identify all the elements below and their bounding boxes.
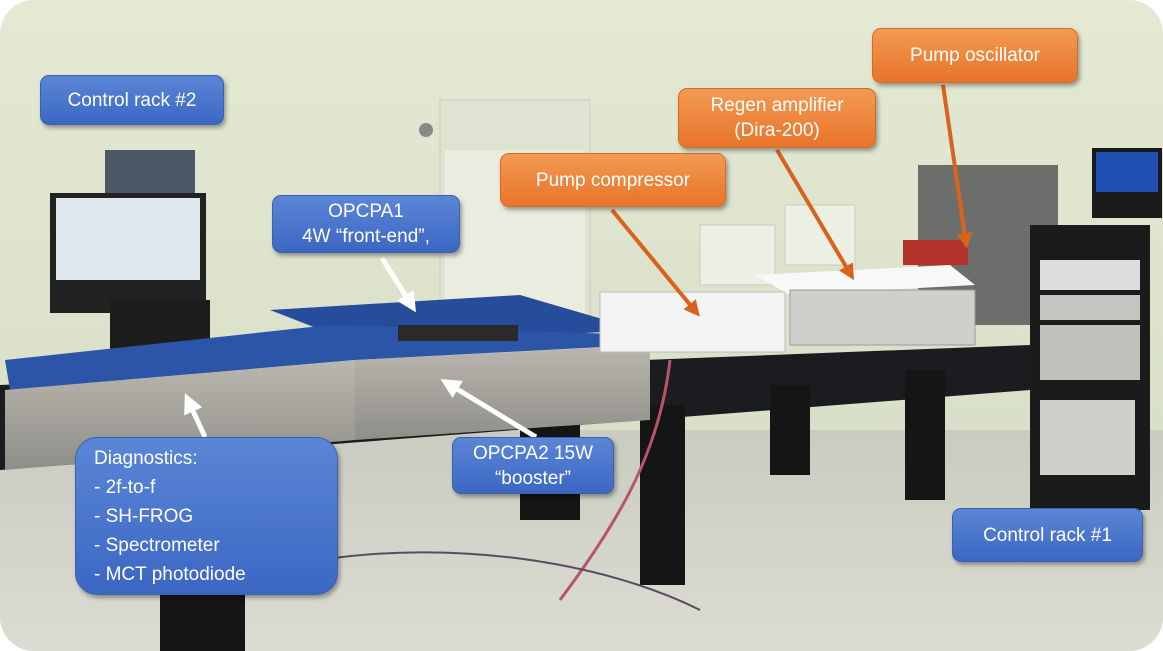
label-text: Pump compressor [535, 169, 691, 191]
camera [419, 123, 433, 137]
label-text: OPCPA1 [328, 201, 404, 222]
label-text: - 2f-to-f [94, 476, 156, 498]
window [784, 204, 856, 266]
label-text: Regen amplifier [710, 95, 844, 116]
label-control-rack-2: Control rack #2 [40, 75, 224, 125]
label-diagnostics: Diagnostics: - 2f-to-f - SH-FROG - Spect… [75, 437, 338, 595]
label-pump-oscillator: Pump oscillator [872, 28, 1078, 83]
cable [319, 551, 701, 611]
label-text: Control rack #1 [983, 524, 1112, 546]
rack-unit [1040, 325, 1140, 380]
rack-unit [1040, 295, 1140, 320]
table-leg [770, 385, 810, 475]
pump-compressor-box [599, 291, 786, 353]
rack-unit [1040, 400, 1135, 475]
monitor-screen [56, 198, 200, 280]
table-leg [640, 405, 685, 585]
label-opcpa1: OPCPA1 4W “front-end”, [272, 195, 460, 253]
label-control-rack-1: Control rack #1 [952, 508, 1143, 562]
pump-oscillator-box [903, 240, 968, 265]
label-text: - SH-FROG [94, 505, 194, 527]
label-text: Pump oscillator [910, 45, 1040, 66]
label-text: Diagnostics: [94, 447, 198, 469]
table-leg [905, 370, 945, 500]
label-text: Control rack #2 [67, 89, 197, 111]
label-regen-amplifier: Regen amplifier (Dira-200) [678, 88, 876, 148]
label-text: (Dira-200) [734, 120, 820, 141]
label-pump-compressor: Pump compressor [500, 153, 726, 207]
keyboard [398, 325, 518, 341]
opcpa-lid [5, 325, 650, 390]
rack-unit [1040, 260, 1140, 290]
monitor-screen [1096, 152, 1158, 192]
label-text: 4W “front-end”, [302, 226, 430, 247]
label-text: - MCT photodiode [94, 563, 246, 585]
label-opcpa2: OPCPA2 15W “booster” [452, 437, 614, 494]
regen-amplifier-box [789, 289, 976, 346]
label-text: “booster” [494, 467, 572, 489]
label-text: - Spectrometer [94, 534, 220, 556]
label-text: OPCPA2 15W [472, 442, 594, 464]
